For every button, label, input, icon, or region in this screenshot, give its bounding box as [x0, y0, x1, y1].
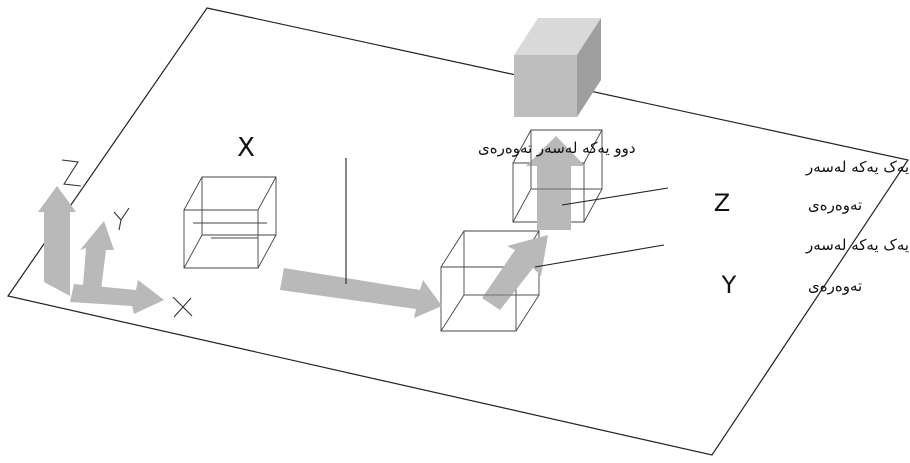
solid-cube-side-face — [577, 18, 601, 117]
z-translation-text-line2: تەوەرەی — [808, 196, 862, 214]
z-translation-text-line1: یەک یەکە لەسەر — [805, 158, 909, 176]
ground-plane — [7, 7, 909, 456]
solid-cube — [514, 18, 601, 117]
x-axis-letter — [172, 296, 193, 318]
y-translation-text-line1: یەک یەکە لەسەر — [805, 236, 909, 254]
y-axis-arrow — [80, 221, 114, 298]
cube-inner-edges — [463, 130, 602, 296]
x-translation-text: دوو یەکە لەسەر تەوەرەی — [478, 139, 636, 157]
solid-cube-top-face — [514, 18, 601, 55]
axis-arrows — [38, 186, 164, 314]
y-translation-axis: Y — [721, 271, 737, 299]
x-translation-arrow — [280, 268, 442, 318]
z-axis-letter — [61, 159, 82, 187]
z-translation-arrow — [526, 136, 585, 230]
wireframe-cube-origin — [183, 176, 277, 269]
y-axis-letter — [113, 207, 130, 231]
z-translation-axis: Z — [714, 189, 730, 217]
y-translation-arrow — [482, 235, 548, 310]
z-leader-line — [561, 187, 669, 206]
blank-patch-top-right — [654, 44, 859, 84]
axis-letters — [61, 159, 193, 318]
y-translation-text-line2: تەوەرەی — [808, 277, 862, 295]
x-axis-arrow — [70, 280, 164, 314]
x-translation-axis: X — [237, 133, 255, 163]
solid-cube-front-face — [514, 55, 577, 117]
y-leader-line — [534, 244, 665, 268]
z-axis-arrow — [38, 186, 76, 296]
blank-patch-bottom-left — [0, 418, 120, 463]
